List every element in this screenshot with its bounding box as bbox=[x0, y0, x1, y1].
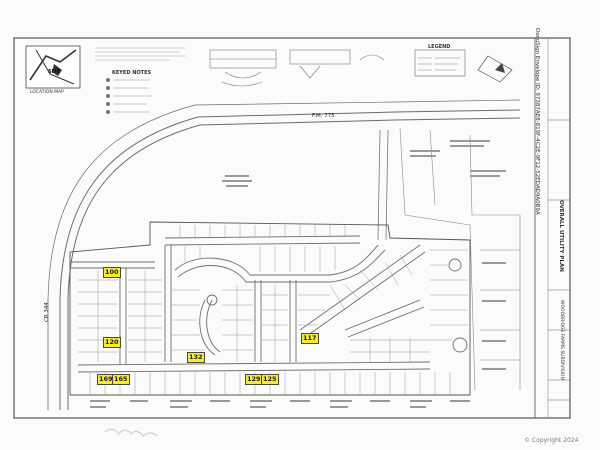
fm-775-label: F.M. 775 bbox=[312, 113, 335, 119]
lot-125[interactable]: 125 bbox=[261, 374, 279, 385]
lot-117[interactable]: 117 bbox=[301, 333, 319, 344]
legend-label: LEGEND bbox=[428, 44, 451, 50]
location-map-label: LOCATION MAP bbox=[30, 90, 64, 95]
site-label: SITE bbox=[48, 69, 61, 75]
keyed-notes-label: KEYED NOTES bbox=[112, 70, 152, 76]
subdivision-name: WOODBRIDGE FARMS SUBDIVISION bbox=[559, 300, 564, 380]
lot-165[interactable]: 165 bbox=[112, 374, 130, 385]
cr-344-label: CR 344 bbox=[44, 302, 50, 322]
copyright-notice: © Copyright 2024 bbox=[524, 437, 579, 444]
lot-100[interactable]: 100 bbox=[103, 267, 121, 278]
lot-129[interactable]: 129 bbox=[245, 374, 263, 385]
docusign-envelope-id: DocuSign Envelope ID: 97387AE8-819F-4C2E… bbox=[534, 28, 540, 215]
lot-132[interactable]: 132 bbox=[187, 352, 205, 363]
lot-120[interactable]: 120 bbox=[103, 337, 121, 348]
sheet-title: OVERALL UTILITY PLAN bbox=[558, 200, 564, 272]
